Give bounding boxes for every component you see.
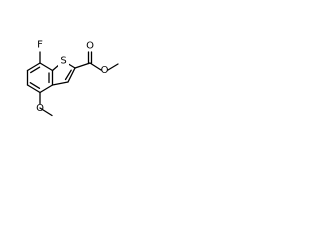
- atom-sulfur: S: [58, 55, 69, 67]
- bond-c6-c7-inner: [30, 66, 41, 74]
- atom-fluorine-label: F: [37, 40, 43, 51]
- atom-sulfur-bg: [58, 55, 69, 67]
- atom-methoxy-oxygen: O: [36, 103, 44, 114]
- bond-c2-c3: [67, 67, 76, 83]
- atom-fluorine: F: [37, 40, 43, 51]
- bond-c3a-c4: [39, 84, 54, 94]
- atom-ester-oxygen-label: O: [101, 65, 109, 76]
- atom-sulfur-label: S: [60, 56, 66, 67]
- bond-c4-c5-inner: [29, 82, 41, 89]
- bond-c2-c3-inner: [64, 69, 72, 81]
- bond-c3-c3a: [51, 81, 69, 86]
- bond-c7-c7a: [39, 62, 54, 72]
- atom-methoxy-oxygen-label: O: [36, 103, 44, 114]
- structure-diagram: F S O O O: [26, 40, 119, 117]
- atom-carbonyl-oxygen: O: [86, 41, 94, 52]
- bond-c2-carbonyl: [74, 62, 91, 69]
- atom-carbonyl-oxygen-label: O: [86, 41, 94, 52]
- atom-ester-oxygen: O: [101, 65, 109, 76]
- bond-carbonyl-o-ester: [89, 62, 102, 71]
- bond-o-ester-ch3: [107, 63, 119, 71]
- bond-c6-c7: [26, 62, 41, 72]
- bond-o-methoxy-ch3: [39, 107, 53, 117]
- bond-c4-c5: [26, 84, 41, 94]
